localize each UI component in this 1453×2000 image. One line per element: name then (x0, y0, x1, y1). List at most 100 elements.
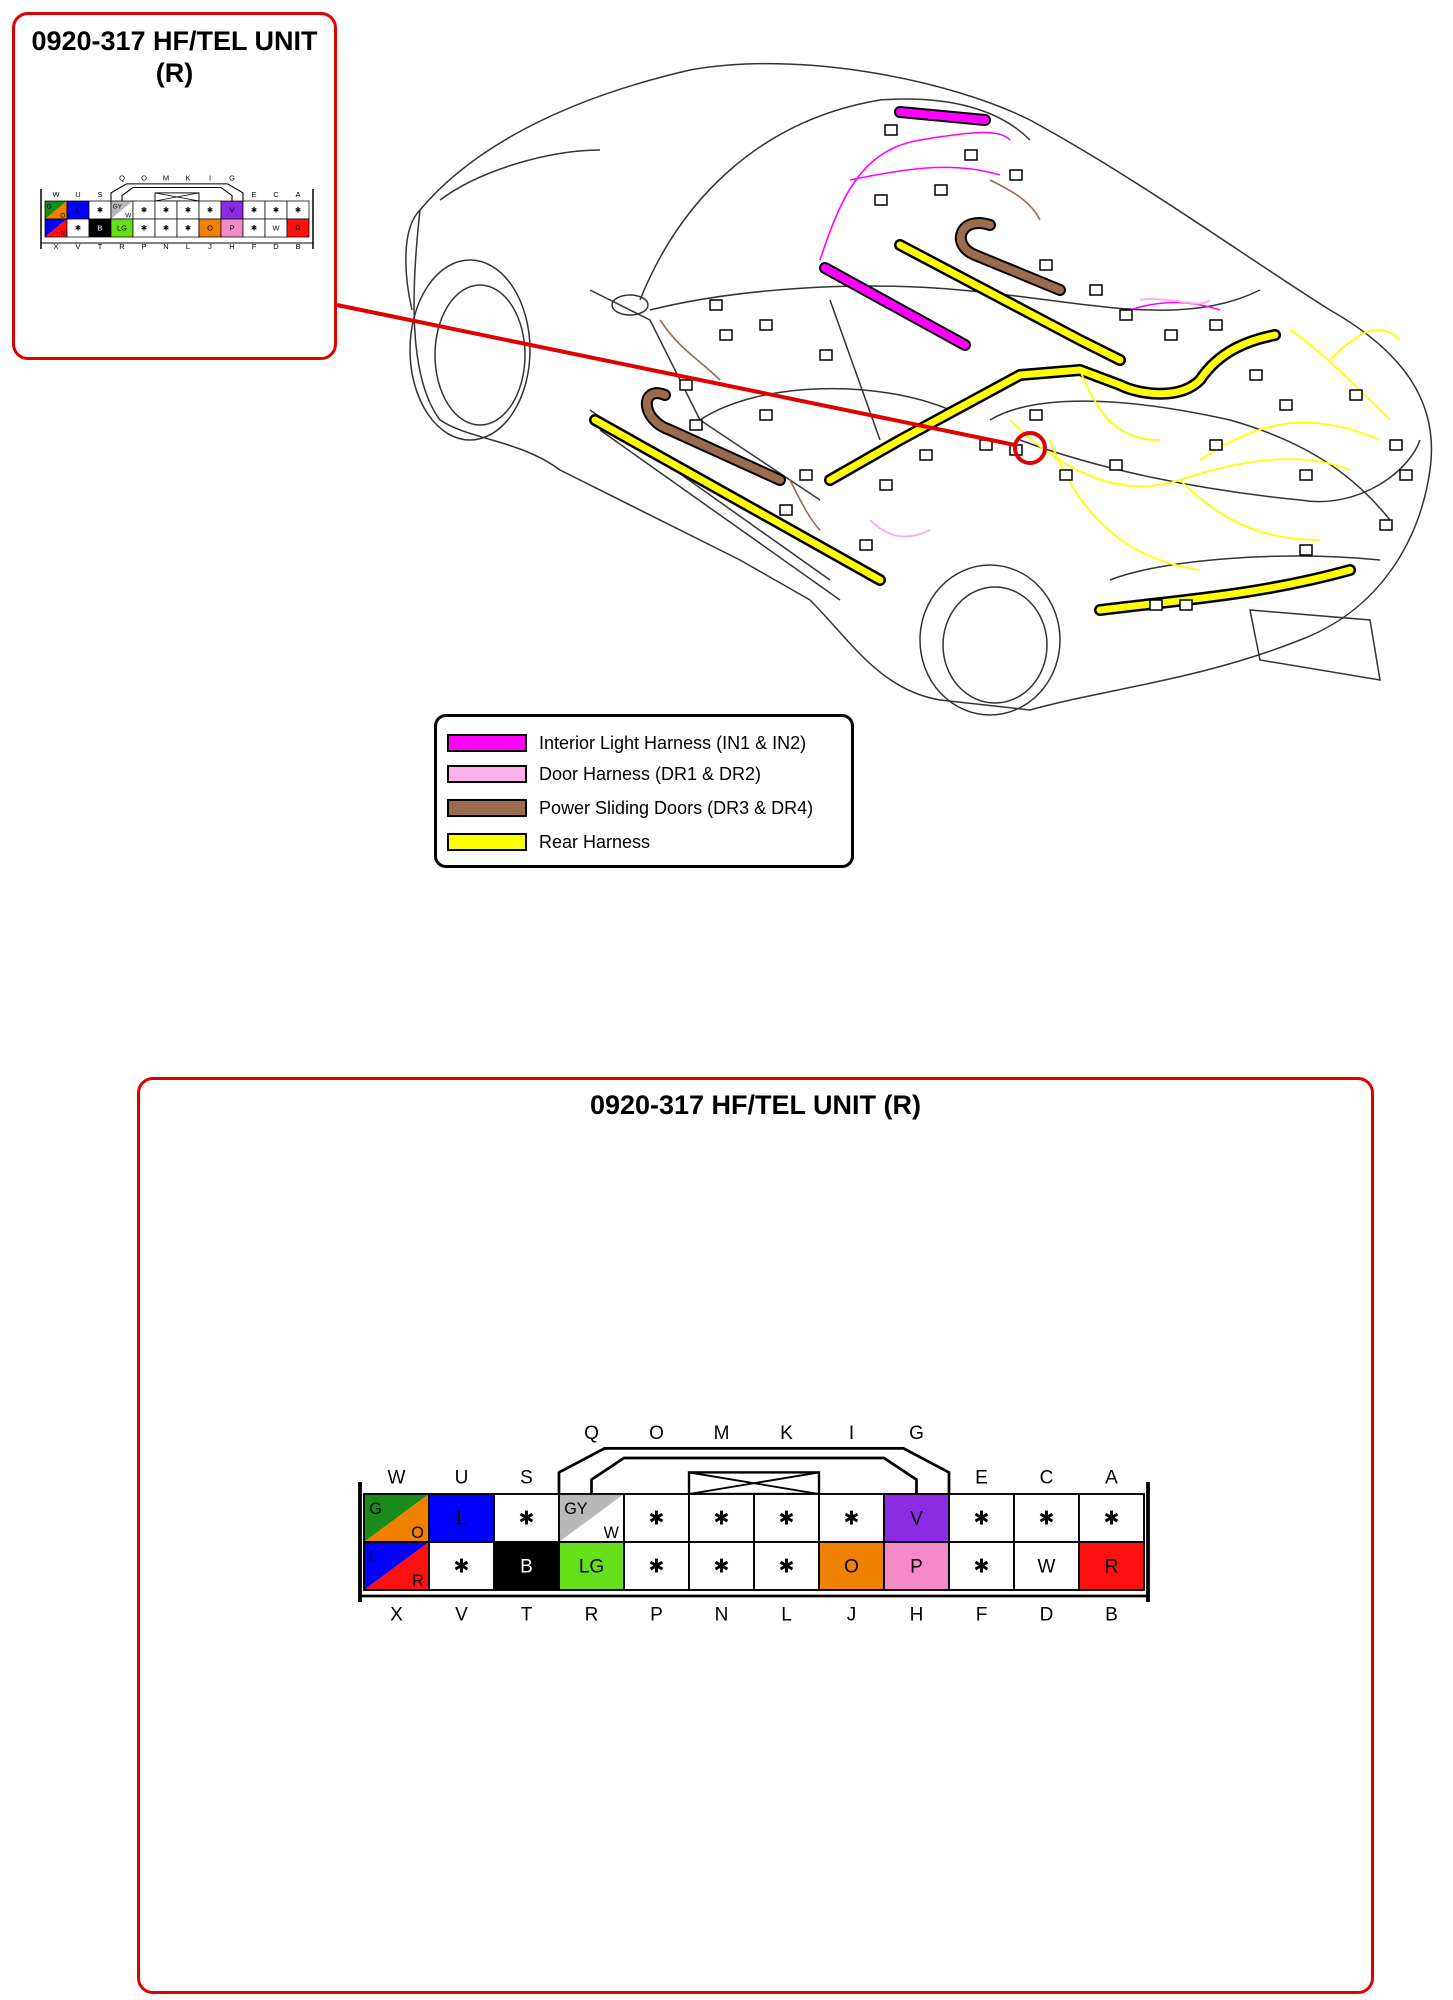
wire-color-code: ✱ (519, 1509, 535, 1530)
pin-cavity-r: LG (558, 1541, 625, 1591)
pin-cavity-h: P (883, 1541, 950, 1591)
pin-cavity-c: ✱ (264, 200, 288, 220)
pin-cavity-n: ✱ (154, 218, 178, 238)
wire-color-code: ✱ (1104, 1509, 1120, 1530)
wire-color-code: ✱ (251, 224, 258, 233)
wire-color-code: ✱ (141, 206, 148, 215)
legend-swatch (447, 734, 527, 752)
key-cross-line (154, 192, 200, 202)
wire-color-code: P (910, 1557, 923, 1578)
pin-cavity-o: ✱ (132, 200, 156, 220)
pin-cavity-p: ✱ (623, 1541, 690, 1591)
pin-cavity-d: W (264, 218, 288, 238)
wire-color-code: ✱ (185, 224, 192, 233)
legend-item-door: Door Harness (DR1 & DR2) (447, 762, 761, 786)
wire-color-code: ✱ (779, 1557, 795, 1578)
wire-color-code: ✱ (185, 206, 192, 215)
pin-letter: P (650, 1604, 663, 1625)
pin-cavity-q: GY W (558, 1493, 625, 1543)
pin-cavity-x: LR (44, 218, 68, 238)
wire-color-code: ✱ (974, 1509, 990, 1530)
pin-letter: M (163, 173, 169, 182)
pin-letter: U (75, 190, 80, 199)
pin-letter: A (295, 190, 300, 199)
wire-color-code: B (97, 224, 102, 233)
wire-color-code: L (456, 1509, 467, 1530)
pin-letter: W (52, 190, 60, 199)
thumbnail-title-line1: 0920-317 HF/TEL UNIT (31, 26, 318, 56)
pin-cavity-g: V (883, 1493, 950, 1543)
pin-border (753, 1541, 820, 1591)
pin-cavity-f: ✱ (948, 1541, 1015, 1591)
pin-letter: H (229, 242, 234, 251)
callout-leader-line (336, 303, 1016, 447)
pin-letter: L (186, 242, 190, 251)
legend-label: Power Sliding Doors (DR3 & DR4) (539, 797, 814, 818)
wire-color-code: W (604, 1524, 620, 1542)
pin-cavity-f: ✱ (242, 218, 266, 238)
wire-color-code: R (1105, 1557, 1119, 1578)
pin-border (1078, 1541, 1145, 1591)
wire-color-code: O (207, 224, 213, 233)
pin-letter: L (781, 1604, 792, 1625)
legend-label: Door Harness (DR1 & DR2) (539, 763, 762, 784)
legend-swatch (447, 833, 527, 851)
wire-color-code: ✱ (75, 224, 82, 233)
wire-color-code: ✱ (844, 1509, 860, 1530)
pin-letter: R (585, 1604, 599, 1625)
pin-letter: K (780, 1423, 793, 1444)
pin-letter: W (388, 1468, 406, 1489)
connector-location-marker (1013, 431, 1047, 465)
pin-cavity-e: ✱ (242, 200, 266, 220)
thumbnail-title: 0920-317 HF/TEL UNIT (R) (15, 25, 334, 89)
wire-color-code: ✱ (251, 206, 258, 215)
pin-cavity-t: B (493, 1541, 560, 1591)
pin-color-lower (364, 1542, 429, 1590)
pin-letter: V (75, 242, 80, 251)
pin-letter: S (520, 1468, 533, 1489)
wire-color-code: ✱ (273, 206, 280, 215)
pin-cavity-i: ✱ (198, 200, 222, 220)
pin-letter: M (714, 1423, 730, 1444)
pin-cavity-k: ✱ (753, 1493, 820, 1543)
pin-cavity-h: P (220, 218, 244, 238)
pin-letter: N (715, 1604, 729, 1625)
wire-color-code: ✱ (974, 1557, 990, 1578)
pin-cavity-m: ✱ (154, 200, 178, 220)
wire-color-code: ✱ (97, 206, 104, 215)
wire-color-code: R (295, 224, 301, 233)
pin-cavity-n: ✱ (688, 1541, 755, 1591)
pin-color-lower (45, 219, 67, 237)
pin-cavity-c: ✱ (1013, 1493, 1080, 1543)
wire-color-code: L (76, 206, 80, 215)
wire-color-code: ✱ (714, 1557, 730, 1578)
wire-color-code: W (1038, 1557, 1056, 1578)
pin-cavity-b: R (1078, 1541, 1145, 1591)
pin-cavity-l: ✱ (176, 218, 200, 238)
thumbnail-title-line2: (R) (155, 58, 194, 88)
wire-color-code: W (272, 224, 280, 233)
pin-letter: U (455, 1468, 469, 1489)
pin-letter: D (1040, 1604, 1054, 1625)
legend-swatch (447, 765, 527, 783)
wire-color-code: W (125, 213, 131, 220)
pin-letter: C (1040, 1468, 1054, 1489)
key-cross-line (688, 1471, 820, 1495)
pin-letter: V (455, 1604, 468, 1625)
wire-color-code: ✱ (141, 224, 148, 233)
wire-color-code: GY (113, 204, 123, 211)
connector-latch-inner (121, 186, 233, 201)
wire-color-code: R (61, 231, 66, 238)
pin-color-lower (559, 1494, 624, 1542)
legend-swatch (447, 799, 527, 817)
pin-letter: R (119, 242, 125, 251)
wire-color-code: GY (564, 1500, 588, 1518)
pin-letter: X (390, 1604, 403, 1625)
pin-cavity-x: LR (363, 1541, 430, 1591)
pin-border (818, 1541, 885, 1591)
pin-letter: B (1105, 1604, 1118, 1625)
